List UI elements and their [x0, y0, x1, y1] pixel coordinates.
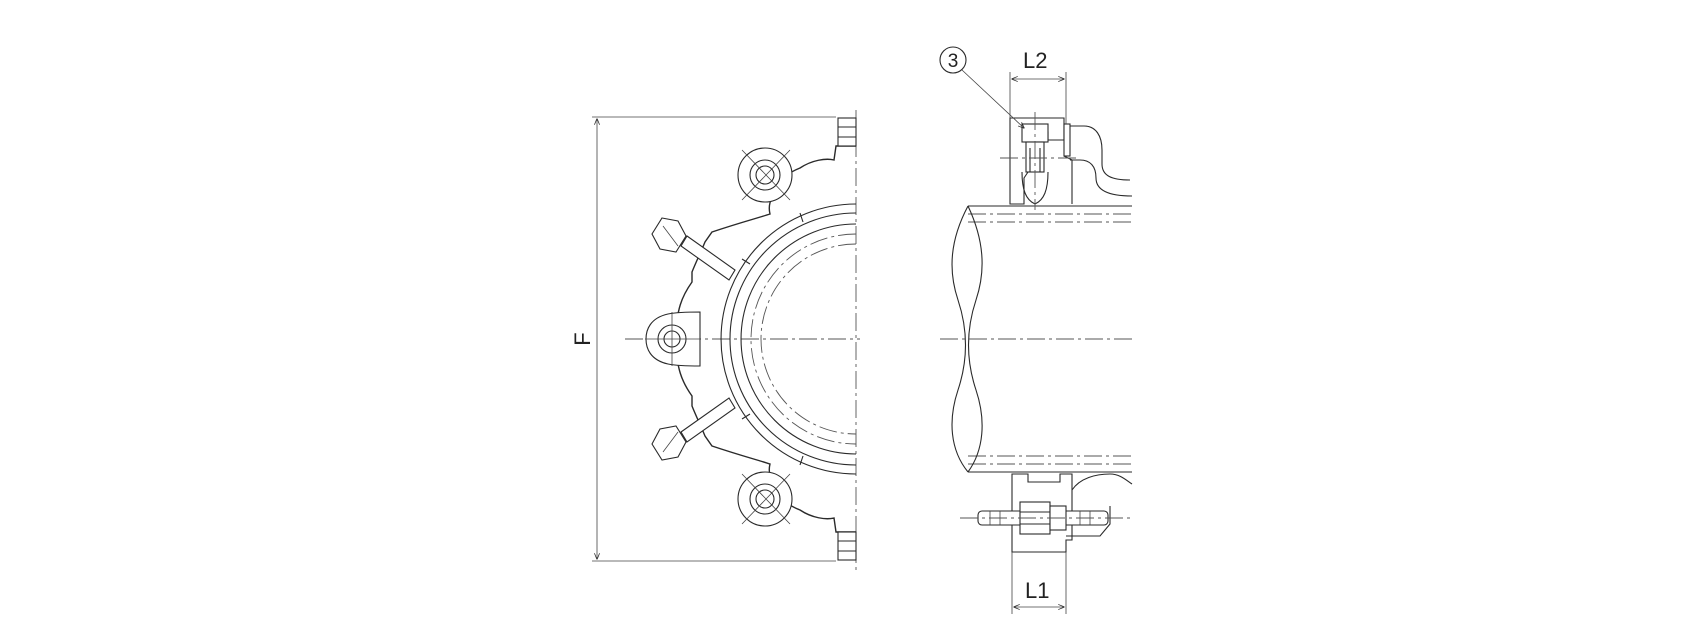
gland-section-bottom	[960, 473, 1133, 553]
lug-top	[737, 147, 793, 203]
dimension-l1: L1	[1011, 552, 1067, 614]
dimension-l2-label: L2	[1023, 48, 1047, 73]
part-callout-3-label: 3	[948, 51, 959, 72]
dimension-f: F	[570, 116, 836, 562]
side-view: L2 L1 3	[939, 46, 1133, 614]
front-view: F	[570, 110, 860, 570]
end-nut-top	[837, 117, 857, 147]
bolt-upper	[651, 217, 736, 281]
end-nut-bottom	[837, 531, 857, 561]
pipe-break-line	[951, 205, 969, 473]
gland-ring-outer	[720, 203, 857, 475]
dimension-l1-label: L1	[1025, 578, 1049, 603]
bolt-lower	[651, 397, 736, 461]
dimension-f-label: F	[570, 332, 595, 345]
gland-section-top	[1000, 112, 1133, 210]
lug-bottom	[737, 471, 793, 527]
dimension-l2: L2	[1009, 48, 1067, 124]
gland-ring-inner	[729, 212, 857, 466]
lug-middle	[645, 311, 701, 367]
pipe-bore-arc	[760, 243, 857, 435]
pipe-outer-arc	[740, 223, 857, 455]
part-callout-3: 3	[939, 46, 1024, 128]
